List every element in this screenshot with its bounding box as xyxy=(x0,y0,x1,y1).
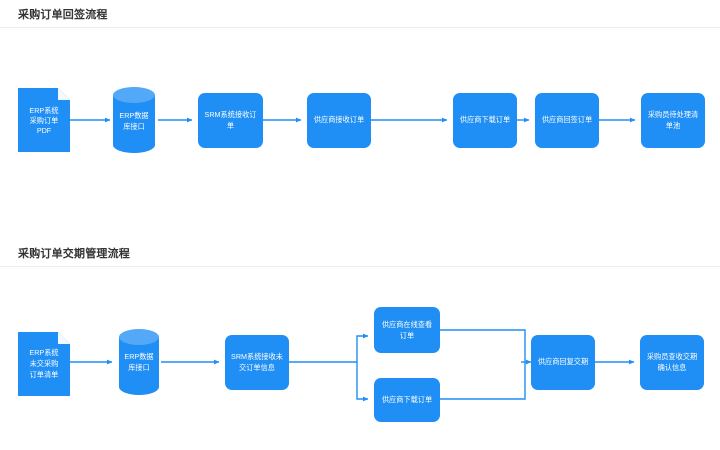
rounded-rect-shape xyxy=(225,335,289,390)
node-label-line: ERP系统 xyxy=(29,106,58,115)
node-supplier-signback-order[interactable]: 供应商回签订单 xyxy=(535,93,599,148)
section-title-delivery-date-management: 采购订单交期管理流程 xyxy=(18,248,130,260)
node-label-line: ERP系统 xyxy=(29,348,58,357)
section-title-purchase-order-signback: 采购订单回签流程 xyxy=(18,9,108,21)
node-label-line: 采购员查收交期 xyxy=(647,352,697,361)
node-label-line: 供应商回签订单 xyxy=(542,115,592,124)
node-erp-purchase-order-pdf[interactable]: ERP系统 采购订单 PDF xyxy=(18,88,70,152)
node-label-line: 供应商在线查看 xyxy=(382,320,432,329)
rounded-rect-shape xyxy=(374,378,440,422)
node-srm-receive-open-order-info[interactable]: SRM系统接收未 交订单信息 xyxy=(225,335,289,390)
node-label-line: 单 xyxy=(227,121,234,130)
flow2-connectors xyxy=(70,329,635,402)
node-label-line: 采购员待处理清 xyxy=(648,110,698,119)
connector-merge-from-download xyxy=(440,362,526,400)
cylinder-top xyxy=(113,87,155,103)
document-fold-icon xyxy=(58,88,70,100)
rounded-rect-shape xyxy=(640,335,704,390)
node-erp-open-purchase-order-list[interactable]: ERP系统 未交采购 订单清单 xyxy=(18,332,70,396)
node-label-line: 交订单信息 xyxy=(239,363,275,372)
node-supplier-download-order-1[interactable]: 供应商下载订单 xyxy=(453,93,517,148)
rounded-rect-shape xyxy=(535,93,599,148)
cylinder-body xyxy=(119,337,159,395)
node-label-line: 采购订单 xyxy=(30,116,59,125)
node-label-line: 库接口 xyxy=(123,122,145,131)
node-erp-database-interface-1[interactable]: ERP数据 库接口 xyxy=(113,87,155,153)
section-divider-1 xyxy=(0,27,720,28)
node-label-line: SRM系统接收未 xyxy=(231,352,283,361)
node-buyer-check-delivery-confirmation[interactable]: 采购员查收交期 确认信息 xyxy=(640,335,704,390)
node-erp-database-interface-2[interactable]: ERP数据 库接口 xyxy=(119,329,159,395)
rounded-rect-shape xyxy=(198,93,263,148)
connector-branch-up-to-online-view xyxy=(356,333,369,362)
node-supplier-download-order-2[interactable]: 供应商下载订单 xyxy=(374,378,440,422)
node-label-line: 订单清单 xyxy=(30,370,59,379)
rounded-rect-shape xyxy=(641,93,705,148)
node-label-line: ERP数据 xyxy=(119,111,148,120)
node-supplier-reply-delivery-date[interactable]: 供应商回复交期 xyxy=(531,335,595,390)
rounded-rect-shape xyxy=(453,93,517,148)
node-label-line: 供应商回复交期 xyxy=(538,357,588,366)
rounded-rect-shape xyxy=(374,307,440,353)
connector-branch-down-to-download xyxy=(356,362,369,402)
rounded-rect-shape xyxy=(531,335,595,390)
section-divider-2 xyxy=(0,266,720,267)
cylinder-inner-arc xyxy=(121,339,157,345)
rounded-rect-shape xyxy=(307,93,371,148)
cylinder-top xyxy=(119,329,159,345)
node-label-line: 供应商接收订单 xyxy=(314,115,364,124)
node-label-line: 单池 xyxy=(666,121,680,130)
node-label-line: 订单 xyxy=(400,331,414,340)
document-shape xyxy=(18,332,70,396)
node-label-line: 供应商下载订单 xyxy=(460,115,510,124)
node-label-line: SRM系统接收订 xyxy=(205,110,257,119)
node-label-line: ERP数据 xyxy=(124,352,153,361)
node-supplier-online-view-order[interactable]: 供应商在线查看 订单 xyxy=(374,307,440,353)
node-label-line: 库接口 xyxy=(128,363,150,372)
connector-merge-from-online-view xyxy=(440,329,526,362)
node-label-line: 确认信息 xyxy=(658,363,687,372)
node-buyer-pending-list-pool[interactable]: 采购员待处理清 单池 xyxy=(641,93,705,148)
node-label-line: PDF xyxy=(37,126,52,135)
node-label-line: 未交采购 xyxy=(30,359,59,368)
cylinder-body xyxy=(113,95,155,153)
document-fold-icon xyxy=(58,332,70,344)
node-srm-receive-order[interactable]: SRM系统接收订 单 xyxy=(198,93,263,148)
cylinder-inner-arc xyxy=(115,97,153,103)
node-label-line: 供应商下载订单 xyxy=(382,395,432,404)
document-shape xyxy=(18,88,70,152)
node-supplier-receive-order[interactable]: 供应商接收订单 xyxy=(307,93,371,148)
